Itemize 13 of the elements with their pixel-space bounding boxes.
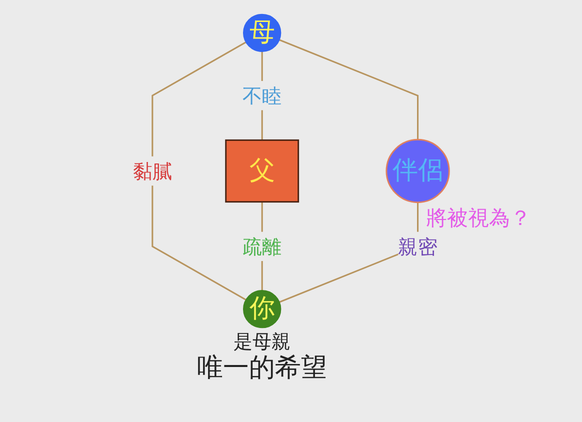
connector bbox=[279, 39, 419, 140]
node-caption: 將被視為？ bbox=[426, 206, 531, 230]
node-circle: 母 bbox=[243, 14, 282, 52]
node-circle: 伴侶 bbox=[386, 138, 450, 204]
node-box: 父 bbox=[225, 139, 300, 203]
node-caption: 唯一的希望 bbox=[197, 354, 328, 384]
edge-label: 不睦 bbox=[242, 84, 282, 108]
edge-label: 親密 bbox=[398, 234, 438, 258]
edge-label: 疏離 bbox=[242, 234, 282, 258]
node-caption: 是母親 bbox=[232, 332, 292, 354]
connector bbox=[152, 41, 246, 301]
edge-label: 黏膩 bbox=[132, 159, 172, 183]
node-circle: 你 bbox=[243, 290, 282, 328]
